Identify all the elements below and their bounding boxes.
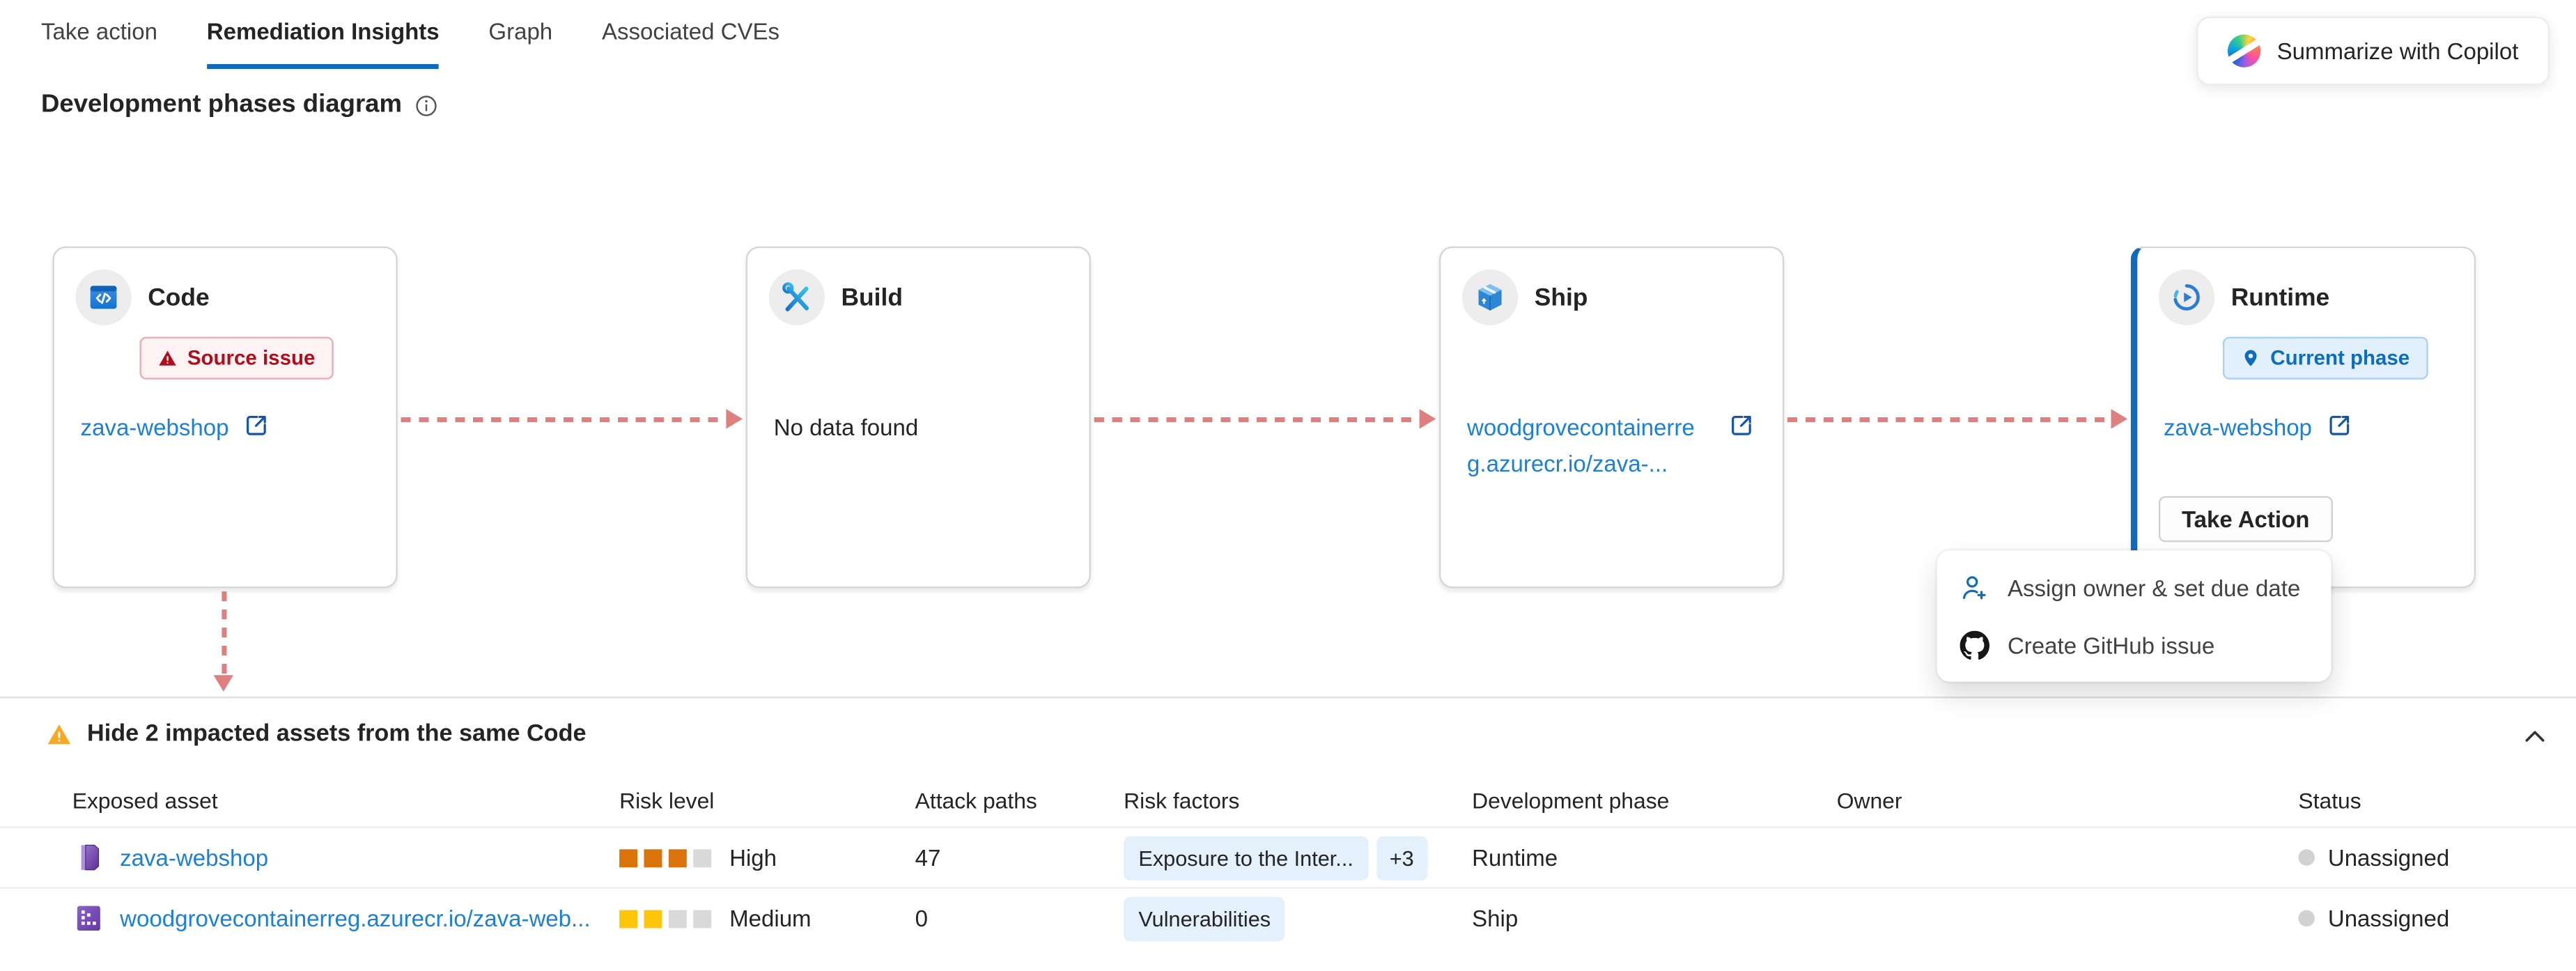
arrow-ship-to-runtime (1787, 409, 2128, 429)
risk-factors-cell: Exposure to the Inter... +3 (1124, 835, 1472, 880)
attack-paths-cell: 47 (915, 844, 941, 871)
runtime-icon (2158, 269, 2215, 325)
person-add-icon (1962, 575, 1986, 599)
external-link-icon (247, 415, 267, 435)
copilot-button-label: Summarize with Copilot (2276, 38, 2519, 64)
attack-paths-cell: 0 (915, 905, 929, 932)
runtime-asset-link[interactable]: zava-webshop (2164, 411, 2353, 446)
code-icon (75, 269, 132, 325)
risk-factors-cell: Vulnerabilities (1124, 896, 1472, 941)
phase-card-code: Code Source issue zava-webshop (52, 246, 398, 589)
arrow-code-to-assets (213, 591, 233, 692)
risk-level-label: Medium (729, 905, 812, 932)
menu-item-assign-owner[interactable]: Assign owner & set due date (1937, 559, 2331, 616)
external-link-icon (2330, 415, 2350, 435)
col-risk-factors: Risk factors (1124, 789, 1240, 814)
col-risk-level: Risk level (619, 789, 715, 814)
asset-link[interactable]: woodgrovecontainerreg.azurecr.io/zava-we… (120, 905, 591, 932)
risk-level-label: High (729, 844, 777, 871)
assets-table-header: Exposed asset Risk level Attack paths Ri… (0, 775, 2576, 826)
arrow-code-to-build (401, 409, 743, 429)
col-owner: Owner (1836, 789, 1902, 814)
status-cell: Unassigned (2298, 844, 2543, 871)
development-phase-cell: Runtime (1472, 844, 1558, 871)
tab-bar: Take action Remediation Insights Graph A… (40, 13, 780, 70)
col-exposed-asset: Exposed asset (72, 789, 218, 814)
phase-title-runtime: Runtime (2230, 283, 2330, 311)
menu-item-label: Assign owner & set due date (2007, 574, 2301, 600)
status-cell: Unassigned (2298, 905, 2543, 931)
tab-remediation-insights[interactable]: Remediation Insights (206, 13, 440, 70)
col-development-phase: Development phase (1472, 789, 1670, 814)
status-dot-icon (2298, 849, 2315, 866)
risk-level-cell: Medium (619, 905, 915, 931)
table-row: zava-webshop High 47 Exposure to the Int… (0, 826, 2576, 887)
copilot-icon (2227, 34, 2261, 68)
source-issue-badge: Source issue (139, 336, 334, 380)
phase-card-build: Build No data found (745, 246, 1091, 589)
source-issue-label: Source issue (187, 346, 316, 370)
phase-title-code: Code (148, 283, 210, 311)
impacted-assets-section: Hide 2 impacted assets from the same Cod… (0, 696, 2576, 948)
external-link-icon (1732, 415, 1751, 435)
tab-associated-cves[interactable]: Associated CVEs (601, 17, 780, 45)
risk-level-cell: High (619, 844, 915, 871)
development-phase-cell: Ship (1472, 905, 1519, 932)
info-icon[interactable] (414, 93, 438, 117)
ship-icon (1461, 269, 1519, 325)
container-registry-icon (77, 906, 100, 931)
impacted-assets-toggle[interactable]: Hide 2 impacted assets from the same Cod… (0, 698, 2576, 763)
location-pin-icon (2244, 350, 2257, 366)
impacted-assets-title: Hide 2 impacted assets from the same Cod… (86, 721, 587, 748)
chevron-up-icon[interactable] (2520, 721, 2553, 754)
menu-item-label: Create GitHub issue (2007, 631, 2215, 658)
phase-card-runtime: Runtime Current phase zava-webshop Take … (2130, 246, 2476, 589)
page-title: Development phases diagram (40, 90, 403, 118)
status-label: Unassigned (2327, 844, 2450, 871)
github-icon (1960, 630, 1990, 659)
summarize-with-copilot-button[interactable]: Summarize with Copilot (2196, 16, 2550, 86)
web-app-icon (81, 844, 100, 871)
current-phase-label: Current phase (2270, 346, 2410, 370)
warning-icon (159, 350, 176, 366)
status-dot-icon (2298, 910, 2315, 927)
current-phase-badge: Current phase (2222, 336, 2428, 380)
ship-registry-link[interactable]: woodgrovecontainerreg.azurecr.io/zava-..… (1467, 411, 1755, 482)
phase-card-ship: Ship woodgrovecontainerreg.azurecr.io/za… (1438, 246, 1785, 589)
tab-graph[interactable]: Graph (488, 17, 553, 45)
menu-item-create-github-issue[interactable]: Create GitHub issue (1937, 616, 2331, 674)
tab-take-action[interactable]: Take action (40, 17, 158, 45)
arrow-build-to-ship (1094, 409, 1436, 429)
take-action-menu: Assign owner & set due date Create GitHu… (1937, 550, 2331, 682)
warning-icon (47, 724, 71, 745)
phase-title-build: Build (841, 283, 903, 311)
status-label: Unassigned (2327, 905, 2450, 932)
phase-title-ship: Ship (1534, 283, 1588, 311)
col-attack-paths: Attack paths (915, 789, 1037, 814)
take-action-button[interactable]: Take Action (2158, 496, 2333, 543)
table-row: woodgrovecontainerreg.azurecr.io/zava-we… (0, 887, 2576, 948)
risk-factor-badge: Exposure to the Inter... (1124, 835, 1369, 880)
code-asset-link[interactable]: zava-webshop (81, 411, 270, 446)
build-no-data-text: No data found (773, 414, 919, 441)
col-status: Status (2298, 789, 2361, 814)
build-icon (768, 269, 825, 325)
risk-factor-badge: Vulnerabilities (1124, 896, 1286, 941)
asset-link[interactable]: zava-webshop (120, 844, 269, 871)
risk-factor-more-badge[interactable]: +3 (1376, 835, 1427, 880)
